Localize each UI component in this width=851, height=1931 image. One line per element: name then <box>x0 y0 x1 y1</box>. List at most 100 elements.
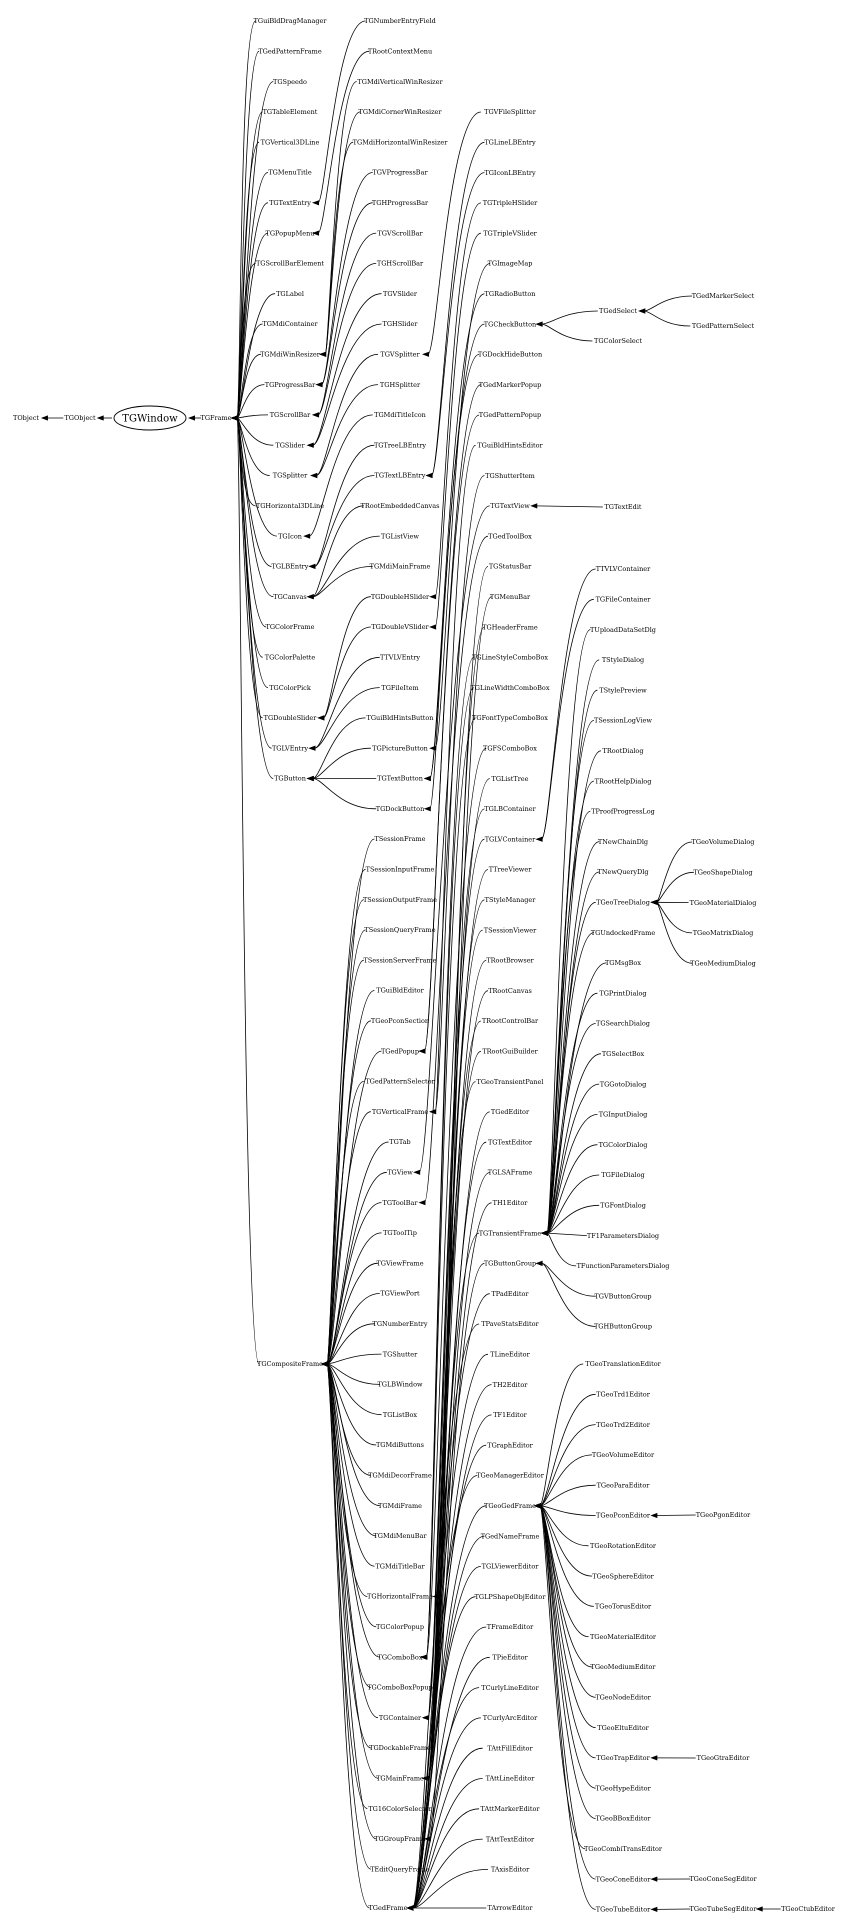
class-label-tg-mdi-horizontal-win-resizer: TGMdiHorizontalWinResizer <box>353 138 449 146</box>
arrowhead <box>418 1048 426 1054</box>
class-label-tg-header-frame: TGHeaderFrame <box>482 623 538 631</box>
arrowhead <box>420 1654 428 1660</box>
class-label-t-frame-editor: TFrameEditor <box>487 1623 534 1631</box>
class-label-t-gui-bld-hints-editor: TGuiBldHintsEditor <box>477 442 543 450</box>
class-label-t-ged-pattern-selector: TGedPatternSelector <box>365 1078 435 1086</box>
class-label-t-proof-progress-log: TProofProgressLog <box>591 808 655 816</box>
class-label-tg-color-select: TGColorSelect <box>594 337 642 345</box>
inheritance-edge-tg-group-frame-to-tg-composite-frame <box>326 1363 377 1840</box>
class-label-t-edit-query-frame: TEditQueryFrame <box>370 1865 430 1873</box>
class-label-tg-combo-box: TGComboBox <box>377 1653 422 1661</box>
arrowhead <box>306 594 314 600</box>
class-label-tg-tab: TGTab <box>389 1138 410 1146</box>
inheritance-edge-tg-mdi-vertical-win-resizer-to-tg-mdi-win-resizer <box>324 81 357 355</box>
class-label-tgh-button-group: TGHButtonGroup <box>594 1323 652 1331</box>
class-label-t-ged-marker-popup: TGedMarkerPopup <box>479 381 542 389</box>
class-label-tg16-color-selector: TG16ColorSelector <box>368 1805 432 1813</box>
class-label-tg-object: TGObject <box>64 414 96 422</box>
inheritance-edge-t-curly-line-editor-to-t-ged-frame <box>412 1687 480 1909</box>
arrowhead <box>319 351 327 357</box>
class-label-t-gui-bld-hints-button: TGuiBldHintsButton <box>367 714 434 722</box>
class-label-tg-input-dialog: TGInputDialog <box>599 1111 648 1119</box>
class-label-ttvlv-container: TTVLVContainer <box>596 565 651 573</box>
inheritance-edge-tgfs-combo-box-to-tg-combo-box <box>425 747 487 1658</box>
inheritance-edge-tg-composite-frame-to-tg-frame <box>236 417 260 1365</box>
class-label-t-geo-ged-frame: TGeoGedFrame <box>484 1502 536 1510</box>
class-label-tg-print-dialog: TGPrintDialog <box>599 989 646 997</box>
class-label-tglv-container: TGLVContainer <box>485 835 536 843</box>
inheritance-edge-t-ged-marker-select-to-t-ged-select <box>644 295 693 312</box>
inheritance-edge-tgh-splitter-to-tg-splitter <box>316 384 378 476</box>
arrowhead <box>535 836 543 842</box>
arrowhead <box>406 1905 414 1911</box>
inheritance-edge-tgv-button-group-to-tg-button-group <box>541 1263 596 1297</box>
class-label-tg-file-item: TGFileItem <box>381 684 418 692</box>
inheritance-edge-tg-menu-bar-to-tg-horizontal-frame <box>438 596 492 1597</box>
class-label-tg-mdi-title-icon: TGMdiTitleIcon <box>374 411 426 419</box>
class-label-tg-tree-lb-entry: TGTreeLBEntry <box>374 441 426 449</box>
class-label-t-function-parameters-dialog: TFunctionParametersDialog <box>577 1262 670 1270</box>
inheritance-edge-t-att-text-editor-to-t-ged-frame <box>412 1838 483 1909</box>
class-label-tf1-parameters-dialog: TF1ParametersDialog <box>587 1232 659 1240</box>
class-label-tg-text-lb-entry: TGTextLBEntry <box>375 472 426 480</box>
inheritance-edge-t-geo-translation-editor-to-t-geo-ged-frame <box>539 1363 584 1507</box>
class-label-t-session-server-frame: TSessionServerFrame <box>363 956 436 964</box>
class-label-t-att-text-editor: TAttTextEditor <box>486 1835 535 1843</box>
inheritance-edge-t-root-context-menu-to-tg-popup-menu <box>317 50 370 234</box>
class-label-t-upload-data-set-dlg: TUploadDataSetDlg <box>590 626 656 634</box>
class-label-t-graph-editor: TGraphEditor <box>487 1441 533 1449</box>
class-label-tg-view-frame: TGViewFrame <box>376 1259 423 1267</box>
class-label-t-geo-transient-panel: TGeoTransientPanel <box>477 1078 544 1086</box>
arrowhead <box>306 775 314 782</box>
class-label-tg-picture-button: TGPictureButton <box>372 744 428 752</box>
inheritance-edge-tg-mdi-main-frame-to-tg-canvas <box>312 566 373 598</box>
class-label-tf1-editor: TF1Editor <box>493 1411 527 1419</box>
class-label-t-att-fill-editor: TAttFillEditor <box>487 1744 533 1752</box>
class-label-tg-search-dialog: TGSearchDialog <box>596 1020 650 1028</box>
inheritance-edge-tg-mdi-buttons-to-tg-composite-frame <box>326 1363 377 1446</box>
class-label-t-root-canvas: TRootCanvas <box>488 987 532 995</box>
arrowhead <box>650 1512 658 1519</box>
arrowhead <box>418 1200 426 1206</box>
arrowhead <box>320 1361 328 1367</box>
inheritance-edge-tg-list-view-to-tg-canvas <box>312 535 380 598</box>
class-label-tg-color-popup: TGColorPopup <box>376 1623 424 1631</box>
class-label-tg-double-v-slider: TGDoubleVSlider <box>371 623 429 631</box>
inheritance-edge-tg-popup-menu-to-tg-frame <box>236 232 269 419</box>
class-label-tg-frame: TGFrame <box>200 414 231 422</box>
inheritance-edge-t-att-marker-editor-to-t-ged-frame <box>412 1808 480 1909</box>
class-label-t-geo-material-editor: TGeoMaterialEditor <box>590 1633 657 1641</box>
inheritance-edge-tg-slider-to-tg-frame <box>236 417 274 446</box>
class-label-th1-editor: TH1Editor <box>493 1199 529 1207</box>
class-label-tgh-progress-bar: TGHProgressBar <box>372 199 429 207</box>
class-label-t-style-manager: TStyleManager <box>485 896 537 904</box>
class-label-tg-progress-bar: TGProgressBar <box>265 381 316 389</box>
class-label-tg-speedo: TGSpeedo <box>273 78 307 86</box>
arrowhead <box>755 1906 763 1912</box>
class-label-tg-mdi-main-frame: TGMdiMainFrame <box>370 563 431 571</box>
inheritance-edge-tg-scroll-bar-to-tg-frame <box>236 414 268 419</box>
inheritance-edge-t-att-fill-editor-to-t-ged-frame <box>412 1747 483 1909</box>
class-label-tg-mdi-menu-bar: TGMdiMenuBar <box>373 1532 427 1540</box>
class-label-t-pad-editor: TPadEditor <box>491 1290 529 1298</box>
inheritance-edge-t-session-server-frame-to-tg-composite-frame <box>326 959 365 1365</box>
class-label-t-geo-ctub-editor: TGeoCtubEditor <box>781 1905 836 1913</box>
class-label-t-line-editor: TLineEditor <box>490 1351 530 1359</box>
inheritance-edge-tg-font-dialog-to-tg-transient-frame <box>546 1204 600 1234</box>
class-label-t-root-gui-builder: TRootGuiBuilder <box>482 1048 538 1056</box>
class-label-t-geo-manager-editor: TGeoManagerEditor <box>476 1472 545 1480</box>
class-label-t-pie-editor: TPieEditor <box>492 1654 528 1662</box>
class-label-tg-list-view: TGListView <box>381 532 419 540</box>
class-label-tg-list-box: TGListBox <box>383 1411 418 1419</box>
inheritance-edge-t-geo-medium-dialog-to-t-geo-tree-dialog <box>655 901 693 964</box>
class-label-t-geo-volume-editor: TGeoVolumeEditor <box>592 1451 655 1459</box>
inheritance-edge-tg-mdi-win-resizer-to-tg-frame <box>236 353 261 419</box>
inheritance-edge-t-ged-pattern-popup-to-t-ged-popup <box>424 414 480 1052</box>
inheritance-edge-t-geo-tube-editor-to-t-geo-ged-frame <box>539 1505 596 1910</box>
arrowhead <box>230 415 238 421</box>
arrowhead <box>535 321 543 327</box>
inheritance-edge-tg-color-frame-to-tg-frame <box>236 417 267 628</box>
class-label-t-geo-sphere-editor: TGeoSphereEditor <box>592 1572 654 1580</box>
class-label-tg-mdi-title-bar: TGMdiTitleBar <box>375 1562 425 1570</box>
class-label-tgv-button-group: TGVButtonGroup <box>594 1292 651 1300</box>
